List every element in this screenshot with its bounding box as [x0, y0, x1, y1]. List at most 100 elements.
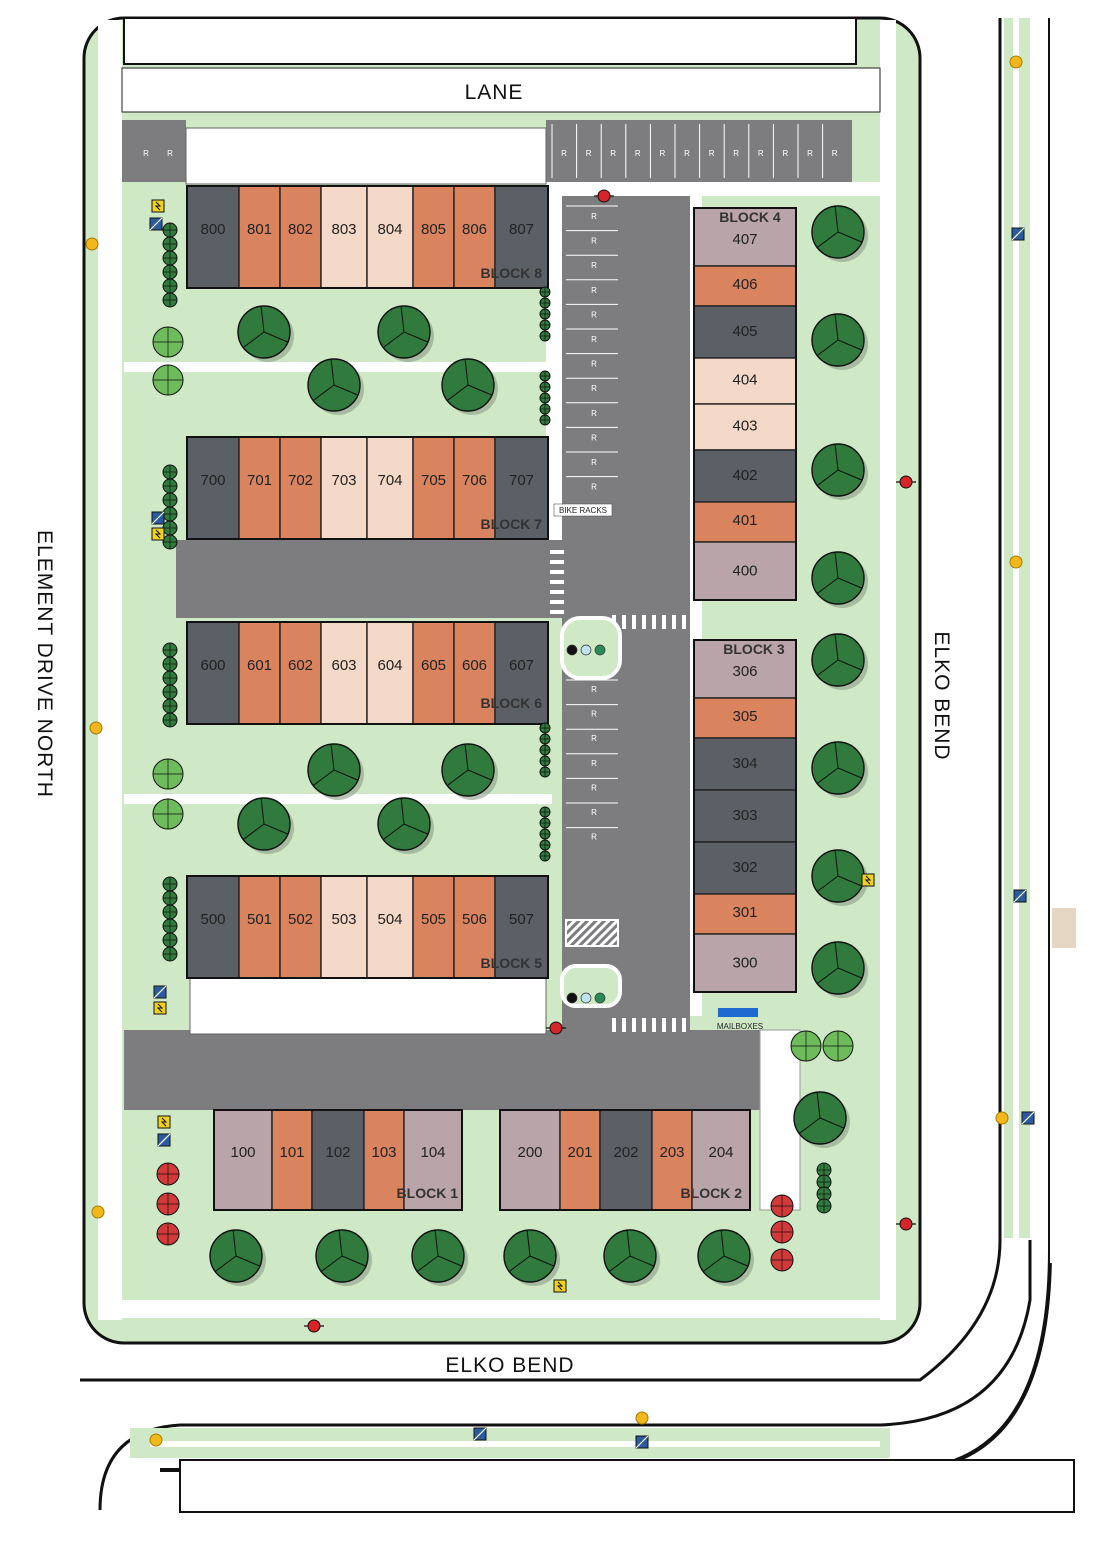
parking-stall-mark: R — [660, 149, 666, 158]
unit-number: 303 — [732, 807, 757, 824]
unit-number: 406 — [732, 276, 757, 293]
tree-icon — [237, 305, 294, 362]
block-label: BLOCK 7 — [481, 516, 543, 532]
unit-407[interactable] — [693, 207, 797, 267]
unit-606[interactable] — [453, 621, 496, 725]
parking-stall-mark: R — [561, 149, 567, 158]
tree-icon — [162, 236, 178, 252]
unit-number: 807 — [509, 221, 534, 238]
parking-stall-mark: R — [591, 212, 597, 221]
parking-stall-mark: R — [586, 149, 592, 158]
unit-603[interactable] — [320, 621, 368, 725]
parking-west — [122, 120, 186, 182]
waste-bin-icon — [594, 992, 606, 1004]
mailbox-unit — [718, 1008, 758, 1017]
tree-icon — [539, 817, 551, 829]
unit-200[interactable] — [499, 1109, 561, 1211]
parking-stall-mark: R — [591, 458, 597, 467]
electrical-box-icon — [153, 1001, 167, 1015]
unit-402[interactable] — [693, 449, 797, 503]
parking-stall-mark: R — [709, 149, 715, 158]
streetlight-icon — [635, 1411, 649, 1425]
unit-number: 401 — [732, 512, 757, 529]
unit-301[interactable] — [693, 893, 797, 935]
tree-icon — [539, 403, 551, 415]
unit-305[interactable] — [693, 697, 797, 739]
electrical-box-icon — [553, 1279, 567, 1293]
unit-number: 601 — [247, 657, 272, 674]
waste-bin-icon — [566, 992, 578, 1004]
unit-304[interactable] — [693, 737, 797, 791]
unit-number: 405 — [732, 323, 757, 340]
unit-300[interactable] — [693, 933, 797, 993]
unit-number: 603 — [331, 657, 356, 674]
unit-302[interactable] — [693, 841, 797, 895]
parking-stall-mark: R — [167, 149, 173, 158]
unit-601[interactable] — [238, 621, 281, 725]
unit-number: 504 — [377, 911, 402, 928]
block-label: BLOCK 5 — [481, 955, 543, 971]
red-tree-icon — [770, 1248, 794, 1272]
streetlight-icon — [89, 721, 103, 735]
parking-stall-mark: R — [591, 833, 597, 842]
parking-stall-mark: R — [610, 149, 616, 158]
parking-north — [546, 120, 852, 182]
waste-bin-icon — [580, 644, 592, 656]
tree-icon — [539, 308, 551, 320]
tree-icon — [811, 849, 868, 906]
drive-sidewalk-north — [546, 182, 880, 196]
tree-icon — [209, 1229, 266, 1286]
tree-icon — [162, 464, 178, 480]
parking-stall-mark: R — [733, 149, 739, 158]
tree-icon — [539, 806, 551, 818]
street-label-lane: LANE — [465, 81, 524, 104]
unit-800[interactable] — [186, 185, 240, 289]
block-label: BLOCK 4 — [719, 209, 781, 225]
unit-201[interactable] — [559, 1109, 601, 1211]
unit-504[interactable] — [366, 875, 414, 979]
tree-icon — [162, 292, 178, 308]
parking-stall-mark: R — [591, 483, 597, 492]
unit-805[interactable] — [412, 185, 455, 289]
tree-icon — [811, 205, 868, 262]
red-tree-icon — [156, 1162, 180, 1186]
unit-103[interactable] — [363, 1109, 405, 1211]
unit-401[interactable] — [693, 501, 797, 543]
unit-704[interactable] — [366, 436, 414, 540]
unit-number: 204 — [708, 1144, 733, 1161]
unit-600[interactable] — [186, 621, 240, 725]
east-road-edge — [80, 18, 1002, 1382]
parking-stall-mark: R — [783, 149, 789, 158]
red-tree-icon — [770, 1220, 794, 1244]
offsite-lots-south — [179, 1459, 1075, 1513]
unit-202[interactable] — [599, 1109, 653, 1211]
tree-icon — [539, 392, 551, 404]
unit-number: 806 — [462, 221, 487, 238]
unit-807[interactable] — [494, 185, 549, 289]
tree-icon — [377, 305, 434, 362]
unit-102[interactable] — [311, 1109, 365, 1211]
tree-icon — [793, 1091, 850, 1148]
unit-number: 701 — [247, 472, 272, 489]
waste-bin-icon — [594, 644, 606, 656]
unit-707[interactable] — [494, 436, 549, 540]
electrical-box-icon — [151, 199, 165, 213]
parking-stall-mark: R — [684, 149, 690, 158]
unit-701[interactable] — [238, 436, 281, 540]
unit-604[interactable] — [366, 621, 414, 725]
tree-icon — [162, 946, 178, 962]
tree-icon — [162, 478, 178, 494]
tree-icon — [307, 358, 364, 415]
unit-303[interactable] — [693, 789, 797, 843]
tree-icon — [811, 551, 868, 608]
unit-705[interactable] — [412, 436, 455, 540]
parking-stall-mark: R — [635, 149, 641, 158]
hydrant-icon — [594, 189, 614, 203]
unit-204[interactable] — [691, 1109, 751, 1211]
offsite-lots-north — [123, 17, 857, 65]
tree-icon — [790, 1030, 822, 1062]
parking-stall-mark: R — [591, 237, 597, 246]
